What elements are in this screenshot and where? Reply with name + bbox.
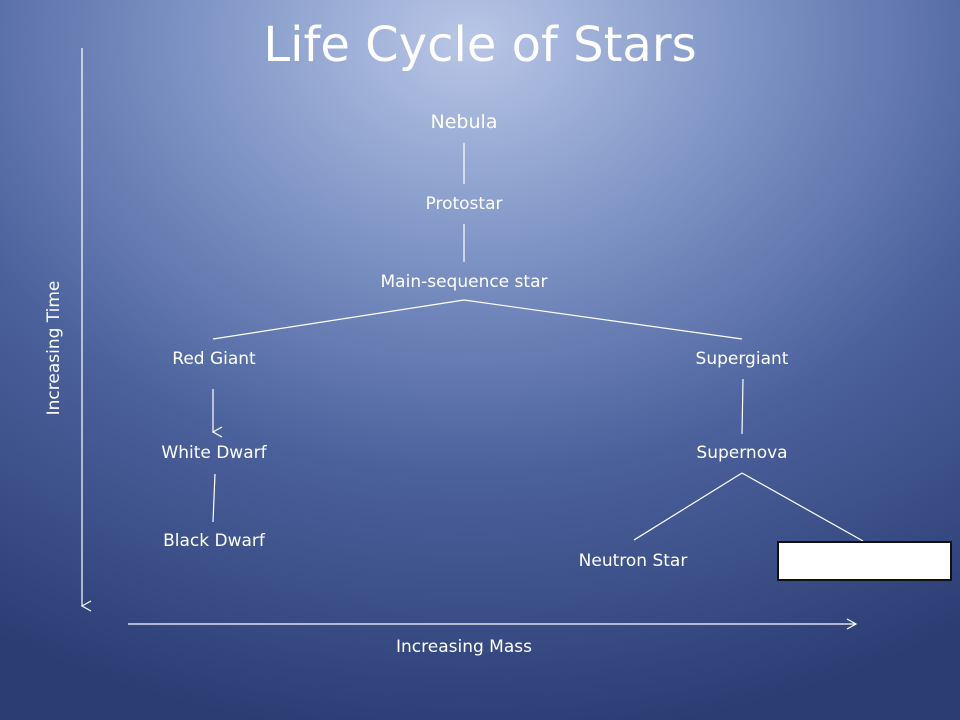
connector-supergiant-supernova bbox=[741, 378, 744, 435]
covered-answer-box bbox=[777, 541, 952, 581]
node-main-sequence-star: Main-sequence star bbox=[380, 272, 548, 292]
connector-main-sequence-supergiant bbox=[463, 299, 743, 340]
node-supernova: Supernova bbox=[696, 443, 788, 463]
node-white-dwarf: White Dwarf bbox=[161, 443, 267, 463]
y-axis-label: Increasing Time bbox=[44, 280, 64, 416]
diagram-title: Life Cycle of Stars bbox=[263, 17, 697, 73]
node-neutron-star: Neutron Star bbox=[578, 551, 688, 571]
connector-supernova-neutron-star bbox=[633, 472, 743, 541]
connector-main-sequence-red-giant bbox=[212, 299, 465, 340]
connector-supernova-covered bbox=[741, 472, 864, 542]
x-axis-label: Increasing Mass bbox=[396, 637, 532, 657]
connector-white-dwarf-black-dwarf bbox=[212, 473, 216, 523]
node-black-dwarf: Black Dwarf bbox=[163, 531, 265, 551]
node-supergiant: Supergiant bbox=[695, 349, 789, 369]
node-nebula: Nebula bbox=[430, 111, 498, 133]
node-red-giant: Red Giant bbox=[172, 349, 256, 369]
node-protostar: Protostar bbox=[425, 194, 503, 214]
